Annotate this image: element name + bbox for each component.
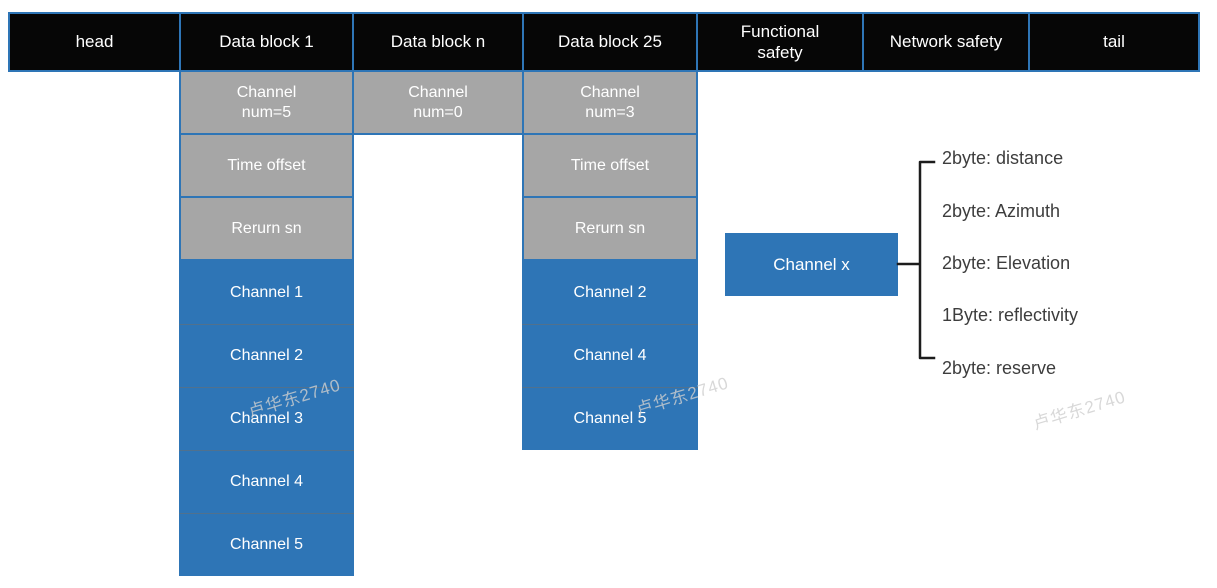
header-cell-data-block-1: Data block 1: [179, 12, 354, 72]
block1-channel-4-cell: Channel 4: [179, 450, 354, 513]
block1-return-sn-cell: Rerurn sn: [179, 196, 354, 261]
block25-channel-2-cell: Channel 2: [522, 261, 698, 324]
block25-channel-num-cell: Channel num=3: [522, 70, 698, 135]
block1-time-offset-cell: Time offset: [179, 133, 354, 198]
block25-return-sn-cell: Rerurn sn: [522, 196, 698, 261]
field-reflectivity: 1Byte: reflectivity: [942, 305, 1079, 325]
block25-channel-4-cell: Channel 4: [522, 324, 698, 387]
header-cell-data-block-25: Data block 25: [522, 12, 698, 72]
header-cell-head: head: [8, 12, 181, 72]
block1-channel-5-cell: Channel 5: [179, 513, 354, 576]
watermark-text: 卢华东2740: [1030, 387, 1129, 434]
block1-channel-list: Channel 1 Channel 2 Channel 3 Channel 4 …: [179, 261, 354, 576]
header-cell-network-safety: Network safety: [862, 12, 1030, 72]
block25-channel-list: Channel 2 Channel 4 Channel 5: [522, 261, 698, 450]
block1-channel-num-cell: Channel num=5: [179, 70, 354, 135]
blockn-channel-num-cell: Channel num=0: [352, 70, 524, 135]
header-cell-data-block-n: Data block n: [352, 12, 524, 72]
field-elevation: 2byte: Elevation: [942, 253, 1071, 273]
block1-channel-1-cell: Channel 1: [179, 261, 354, 324]
header-cell-tail: tail: [1028, 12, 1200, 72]
field-reserve: 2byte: reserve: [942, 358, 1057, 378]
block25-time-offset-cell: Time offset: [522, 133, 698, 198]
block1-channel-2-cell: Channel 2: [179, 324, 354, 387]
header-cell-functional-safety: Functional safety: [696, 12, 864, 72]
block1-channel-3-cell: Channel 3: [179, 387, 354, 450]
field-azimuth: 2byte: Azimuth: [942, 201, 1061, 221]
field-distance: 2byte: distance: [942, 148, 1064, 168]
block25-channel-5-cell: Channel 5: [522, 387, 698, 450]
channel-x-box: Channel x: [725, 233, 898, 296]
